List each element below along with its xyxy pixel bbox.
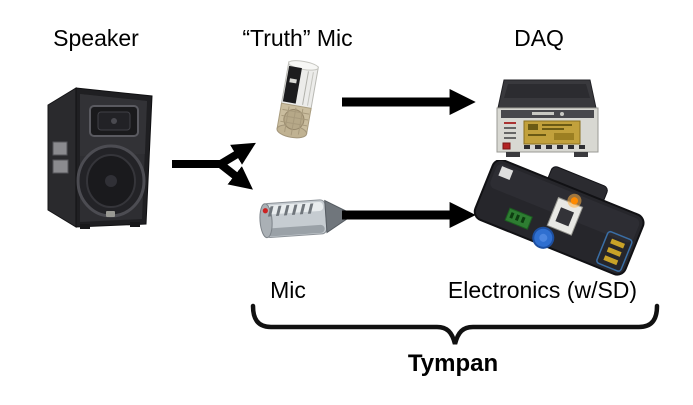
mic-image xyxy=(256,190,354,248)
speaker-image xyxy=(46,84,158,230)
fork-arrow xyxy=(172,142,256,190)
speaker-label: Speaker xyxy=(53,25,139,51)
daq-image xyxy=(494,78,602,160)
truth-mic-image xyxy=(270,60,328,146)
electronics-image xyxy=(466,160,662,282)
truth-mic-label: “Truth” Mic xyxy=(242,25,353,51)
tympan-label: Tympan xyxy=(407,350,499,377)
daq-label: DAQ xyxy=(514,25,564,51)
electronics-label: Electronics (w/SD) xyxy=(447,277,638,303)
mic-label: Mic xyxy=(270,277,306,303)
tympan-brace xyxy=(250,303,660,345)
